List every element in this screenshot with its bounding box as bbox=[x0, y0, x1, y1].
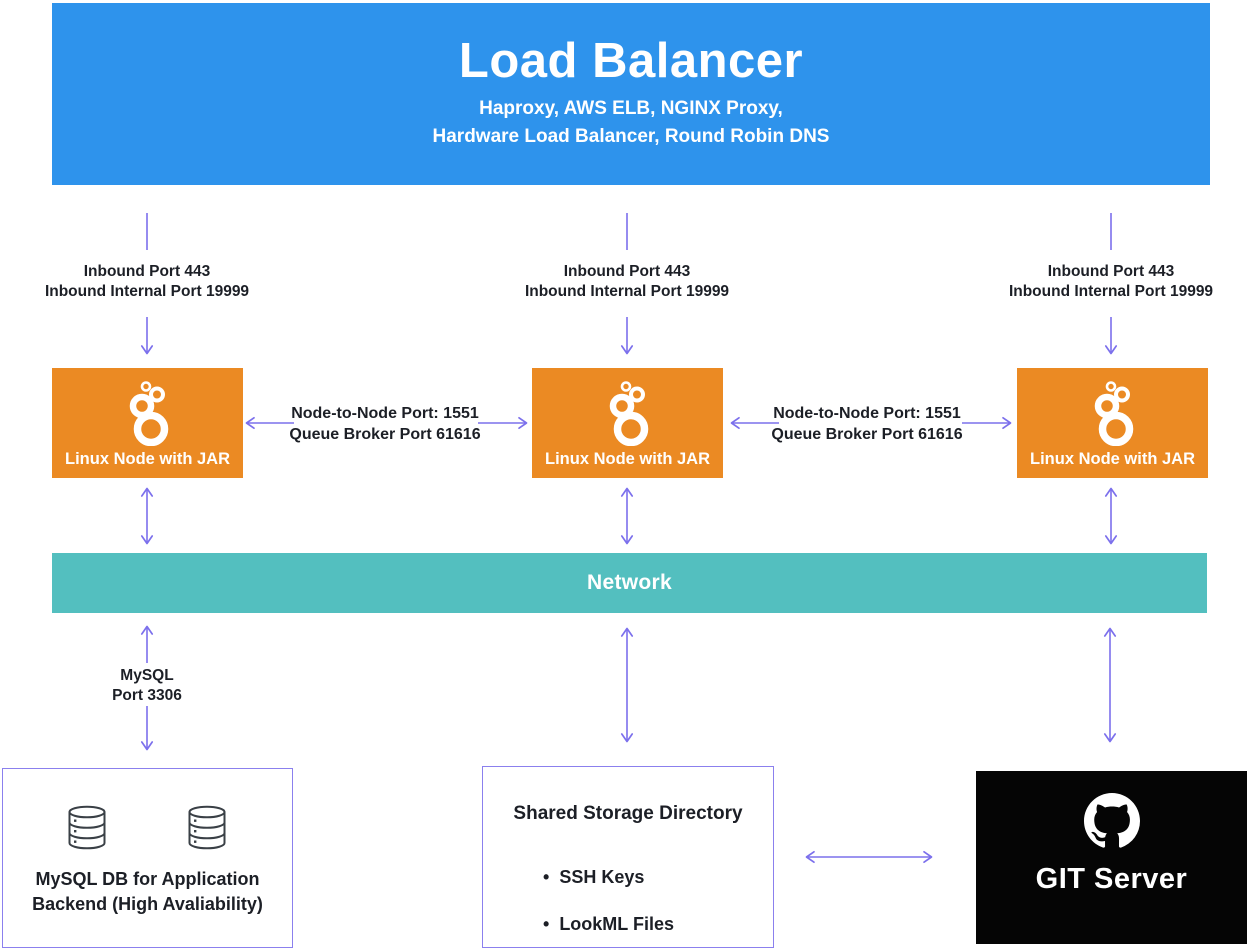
looker-icon bbox=[609, 381, 648, 446]
inbound-label-left-line1: Inbound Port 443 bbox=[83, 263, 211, 280]
storage-list-item: SSH Keys bbox=[543, 867, 674, 888]
inbound-label-mid-line2: Inbound Internal Port 19999 bbox=[524, 283, 730, 301]
mysql-db-box: MySQL DB for Application Backend (High A… bbox=[2, 768, 293, 948]
linux-node-box-mid: Linux Node with JAR bbox=[532, 368, 723, 478]
mysql-db-caption-line2: Backend (High Avaliability) bbox=[32, 893, 263, 914]
node-link-label-1-line2: Queue Broker Port 61616 bbox=[289, 426, 481, 444]
inbound-label-mid-line1: Inbound Port 443 bbox=[563, 263, 691, 280]
mysql-db-caption-line1: MySQL DB for Application bbox=[35, 869, 260, 889]
inbound-label-mid: Inbound Port 443 Inbound Internal Port 1… bbox=[487, 262, 767, 303]
inbound-label-right-line1: Inbound Port 443 bbox=[1047, 263, 1175, 280]
load-balancer-title: Load Balancer bbox=[458, 34, 804, 88]
linux-node-label: Linux Node with JAR bbox=[1030, 450, 1195, 468]
linux-node-box-left: Linux Node with JAR bbox=[52, 368, 243, 478]
database-icon bbox=[188, 805, 226, 850]
looker-icon bbox=[129, 381, 168, 446]
shared-storage-title: Shared Storage Directory bbox=[513, 803, 743, 824]
node-link-label-1: Node-to-Node Port: 1551 Queue Broker Por… bbox=[280, 403, 490, 445]
node-link-label-2-line1: Node-to-Node Port: 1551 bbox=[773, 405, 961, 422]
mysql-db-caption: MySQL DB for Application Backend (High A… bbox=[3, 867, 292, 917]
node-link-label-2-line2: Queue Broker Port 61616 bbox=[771, 426, 963, 444]
inbound-label-left-line2: Inbound Internal Port 19999 bbox=[44, 283, 250, 301]
mysql-link-label-line2: Port 3306 bbox=[112, 687, 182, 705]
git-server-title: GIT Server bbox=[1035, 863, 1188, 895]
shared-storage-list: SSH Keys LookML Files bbox=[543, 841, 674, 935]
load-balancer-box: Load Balancer Haproxy, AWS ELB, NGINX Pr… bbox=[52, 3, 1210, 185]
load-balancer-subtitle-line2: Hardware Load Balancer, Round Robin DNS bbox=[432, 125, 830, 147]
linux-node-label: Linux Node with JAR bbox=[545, 450, 710, 468]
network-bar: Network bbox=[52, 553, 1207, 613]
database-icon bbox=[68, 805, 106, 850]
mysql-link-label-line1: MySQL bbox=[120, 667, 174, 684]
network-label: Network bbox=[587, 571, 672, 594]
linux-node-label: Linux Node with JAR bbox=[65, 450, 230, 468]
inbound-label-right: Inbound Port 443 Inbound Internal Port 1… bbox=[971, 262, 1251, 303]
inbound-label-left: Inbound Port 443 Inbound Internal Port 1… bbox=[7, 262, 287, 303]
node-link-label-1-line1: Node-to-Node Port: 1551 bbox=[291, 405, 479, 422]
load-balancer-subtitle: Haproxy, AWS ELB, NGINX Proxy, Hardware … bbox=[433, 95, 830, 150]
github-icon bbox=[1083, 793, 1140, 848]
mysql-link-label: MySQL Port 3306 bbox=[67, 666, 227, 706]
shared-storage-box: Shared Storage Directory SSH Keys LookML… bbox=[482, 766, 774, 948]
load-balancer-subtitle-line1: Haproxy, AWS ELB, NGINX Proxy, bbox=[479, 98, 783, 119]
storage-list-item: LookML Files bbox=[543, 914, 674, 935]
git-server-box: GIT Server bbox=[976, 771, 1247, 944]
linux-node-box-right: Linux Node with JAR bbox=[1017, 368, 1208, 478]
inbound-label-right-line2: Inbound Internal Port 19999 bbox=[1008, 283, 1214, 301]
node-link-label-2: Node-to-Node Port: 1551 Queue Broker Por… bbox=[762, 403, 972, 445]
looker-icon bbox=[1094, 381, 1133, 446]
